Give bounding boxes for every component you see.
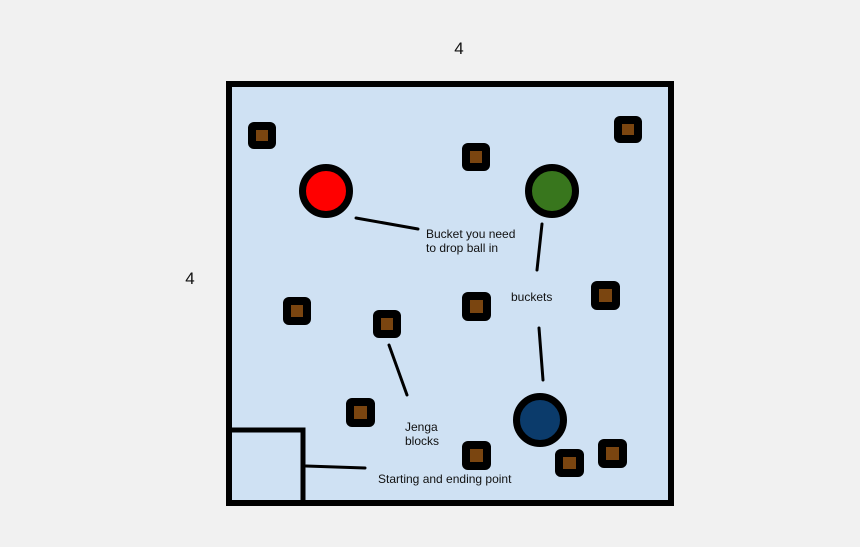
jenga-block: [462, 292, 491, 321]
jenga-block: [462, 143, 490, 171]
target-bucket-label-line2: to drop ball in: [426, 241, 498, 255]
jenga-block: [283, 297, 311, 325]
jenga-block: [555, 449, 584, 477]
callout-buckets-line-top: [535, 222, 544, 272]
callout-jenga-line: [387, 343, 409, 397]
callout-target-line: [354, 216, 420, 231]
jenga-block: [591, 281, 620, 310]
target-bucket-red: [299, 164, 353, 218]
callout-lines: [304, 216, 545, 470]
target-bucket-label-line1: Bucket you need: [426, 227, 515, 241]
jenga-blocks: [248, 116, 642, 477]
jenga-block: [373, 310, 401, 338]
buckets-label: buckets: [511, 290, 552, 304]
height-label: 4: [185, 269, 194, 288]
width-label: 4: [454, 39, 463, 58]
jenga-block: [248, 122, 276, 149]
start-end-zone: [226, 427, 306, 506]
start-end-label: Starting and ending point: [378, 472, 512, 486]
jenga-block: [346, 398, 375, 427]
callout-start-line: [304, 464, 367, 470]
jenga-block: [462, 441, 491, 470]
jenga-block: [598, 439, 627, 468]
callout-buckets-line-bottom: [537, 326, 545, 382]
jenga-label-line2: blocks: [405, 434, 439, 448]
bucket-blue: [513, 393, 567, 447]
jenga-label-line1: Jenga: [405, 420, 438, 434]
bucket-green: [525, 164, 579, 218]
jenga-block: [614, 116, 642, 143]
